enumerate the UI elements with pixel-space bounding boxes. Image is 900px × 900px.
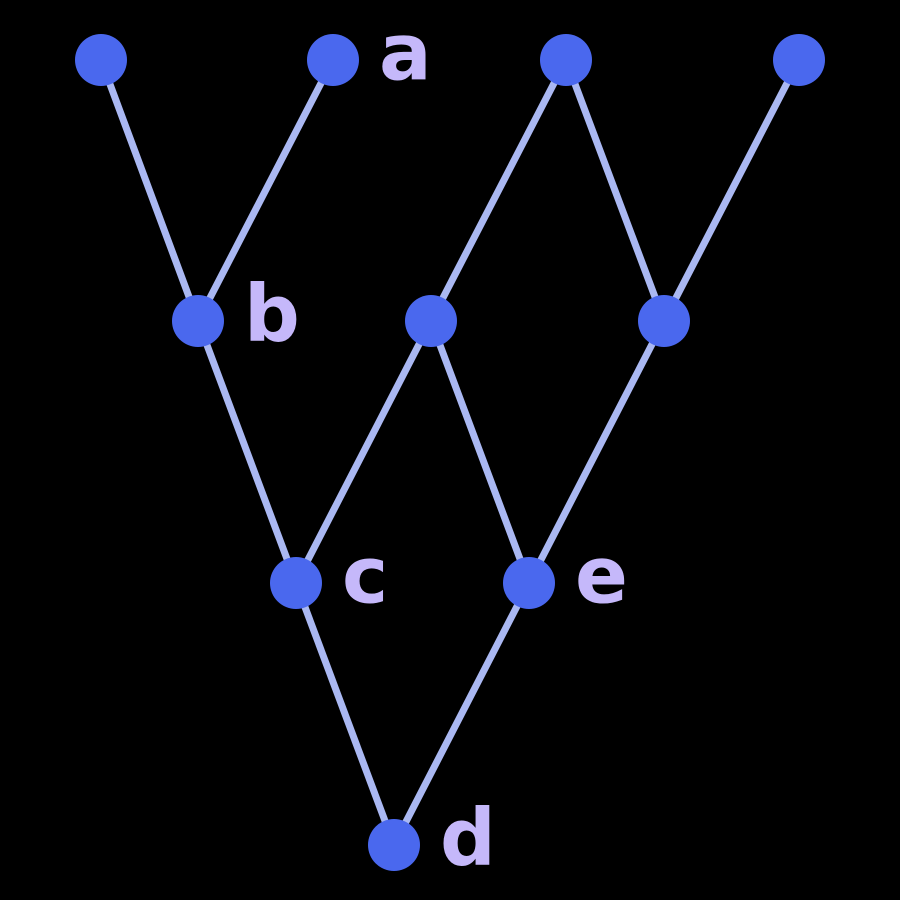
- node-n7: [638, 295, 690, 347]
- edges-layer: [97, 56, 803, 849]
- node-label-d: d: [440, 793, 496, 883]
- node-label-b: b: [244, 269, 300, 359]
- edge-n5-n8: [194, 317, 300, 587]
- node-e: [503, 557, 555, 609]
- edge-n6-n9: [427, 317, 533, 587]
- node-label-c: c: [342, 531, 388, 621]
- edge-n7-n9: [525, 317, 668, 587]
- node-b: [172, 295, 224, 347]
- edge-n3-n6: [427, 56, 570, 325]
- edge-n8-n10: [292, 579, 398, 849]
- nodes-layer: [75, 34, 825, 871]
- node-a: [307, 34, 359, 86]
- labels-layer: a b c e d: [244, 8, 628, 883]
- node-label-a: a: [379, 8, 432, 98]
- node-n3: [540, 34, 592, 86]
- node-c: [270, 557, 322, 609]
- edge-n3-n7: [562, 56, 668, 325]
- node-n1: [75, 34, 127, 86]
- edge-n6-n8: [292, 317, 435, 587]
- edge-n9-n10: [390, 579, 533, 849]
- edge-n4-n7: [660, 56, 803, 325]
- node-d: [368, 819, 420, 871]
- edge-n2-n5: [194, 56, 337, 325]
- node-label-e: e: [575, 531, 628, 621]
- node-n4: [773, 34, 825, 86]
- edge-n1-n5: [97, 56, 202, 325]
- node-n6: [405, 295, 457, 347]
